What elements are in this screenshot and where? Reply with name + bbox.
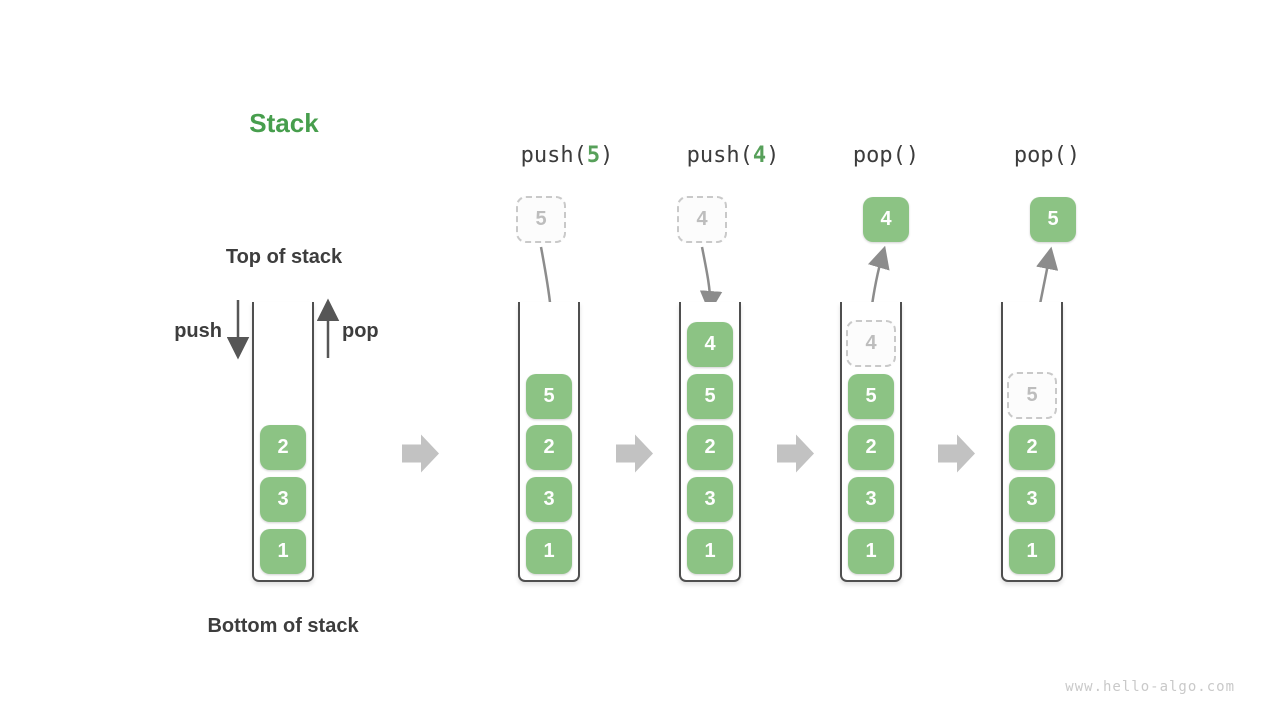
op-text: push(	[686, 143, 753, 168]
stack-cell: 3	[848, 477, 894, 522]
stack-cell: 1	[1009, 529, 1055, 574]
stack-cell: 2	[687, 425, 733, 470]
stack-cell: 1	[848, 529, 894, 574]
popped-value-box: 4	[863, 197, 909, 242]
stack-cell: 5	[848, 374, 894, 419]
page-title: Stack	[249, 108, 319, 138]
operation-label-pop-2: pop()	[1014, 143, 1080, 168]
op-text: push(	[520, 143, 587, 168]
right-block-arrow-icon	[938, 434, 975, 473]
stack-cell: 5	[687, 374, 733, 419]
popped-value-box: 5	[1030, 197, 1076, 242]
stack-cell: 3	[687, 477, 733, 522]
operation-label-push-5: push(5)	[521, 143, 614, 168]
stack-cell: 2	[260, 425, 306, 470]
push-label: push	[174, 320, 222, 342]
op-operand: 5	[586, 143, 601, 168]
stack-cell: 2	[848, 425, 894, 470]
operation-label-push-4: push(4)	[687, 143, 780, 168]
bottom-of-stack-label: Bottom of stack	[207, 615, 359, 637]
incoming-value-box: 4	[677, 196, 727, 243]
stack-cell: 1	[260, 529, 306, 574]
op-text: )	[905, 143, 920, 168]
incoming-value-box: 5	[516, 196, 566, 243]
op-text: )	[1066, 143, 1081, 168]
ghost-slot: 4	[846, 320, 896, 367]
right-block-arrow-icon	[616, 434, 653, 473]
stack-cell: 3	[526, 477, 572, 522]
watermark: www.hello-algo.com	[1065, 679, 1235, 695]
stack-cell: 1	[687, 529, 733, 574]
stack-cell: 1	[526, 529, 572, 574]
stack-cell: 3	[260, 477, 306, 522]
stack-cell: 2	[526, 425, 572, 470]
stack-cell: 2	[1009, 425, 1055, 470]
op-text: pop(	[852, 143, 906, 168]
op-text: )	[766, 143, 780, 168]
operation-label-pop-1: pop()	[853, 143, 919, 168]
right-block-arrow-icon	[777, 434, 814, 473]
stack-cell: 3	[1009, 477, 1055, 522]
push-4-curved-down-arrow-icon	[699, 246, 723, 314]
op-operand: 4	[752, 143, 767, 168]
pop-label: pop	[342, 320, 379, 342]
op-text: pop(	[1013, 143, 1067, 168]
stack-cell: 4	[687, 322, 733, 367]
ghost-slot: 5	[1007, 372, 1057, 419]
top-of-stack-label: Top of stack	[225, 246, 343, 268]
stack-cell: 5	[526, 374, 572, 419]
right-block-arrow-icon	[402, 434, 439, 473]
op-text: )	[600, 143, 614, 168]
